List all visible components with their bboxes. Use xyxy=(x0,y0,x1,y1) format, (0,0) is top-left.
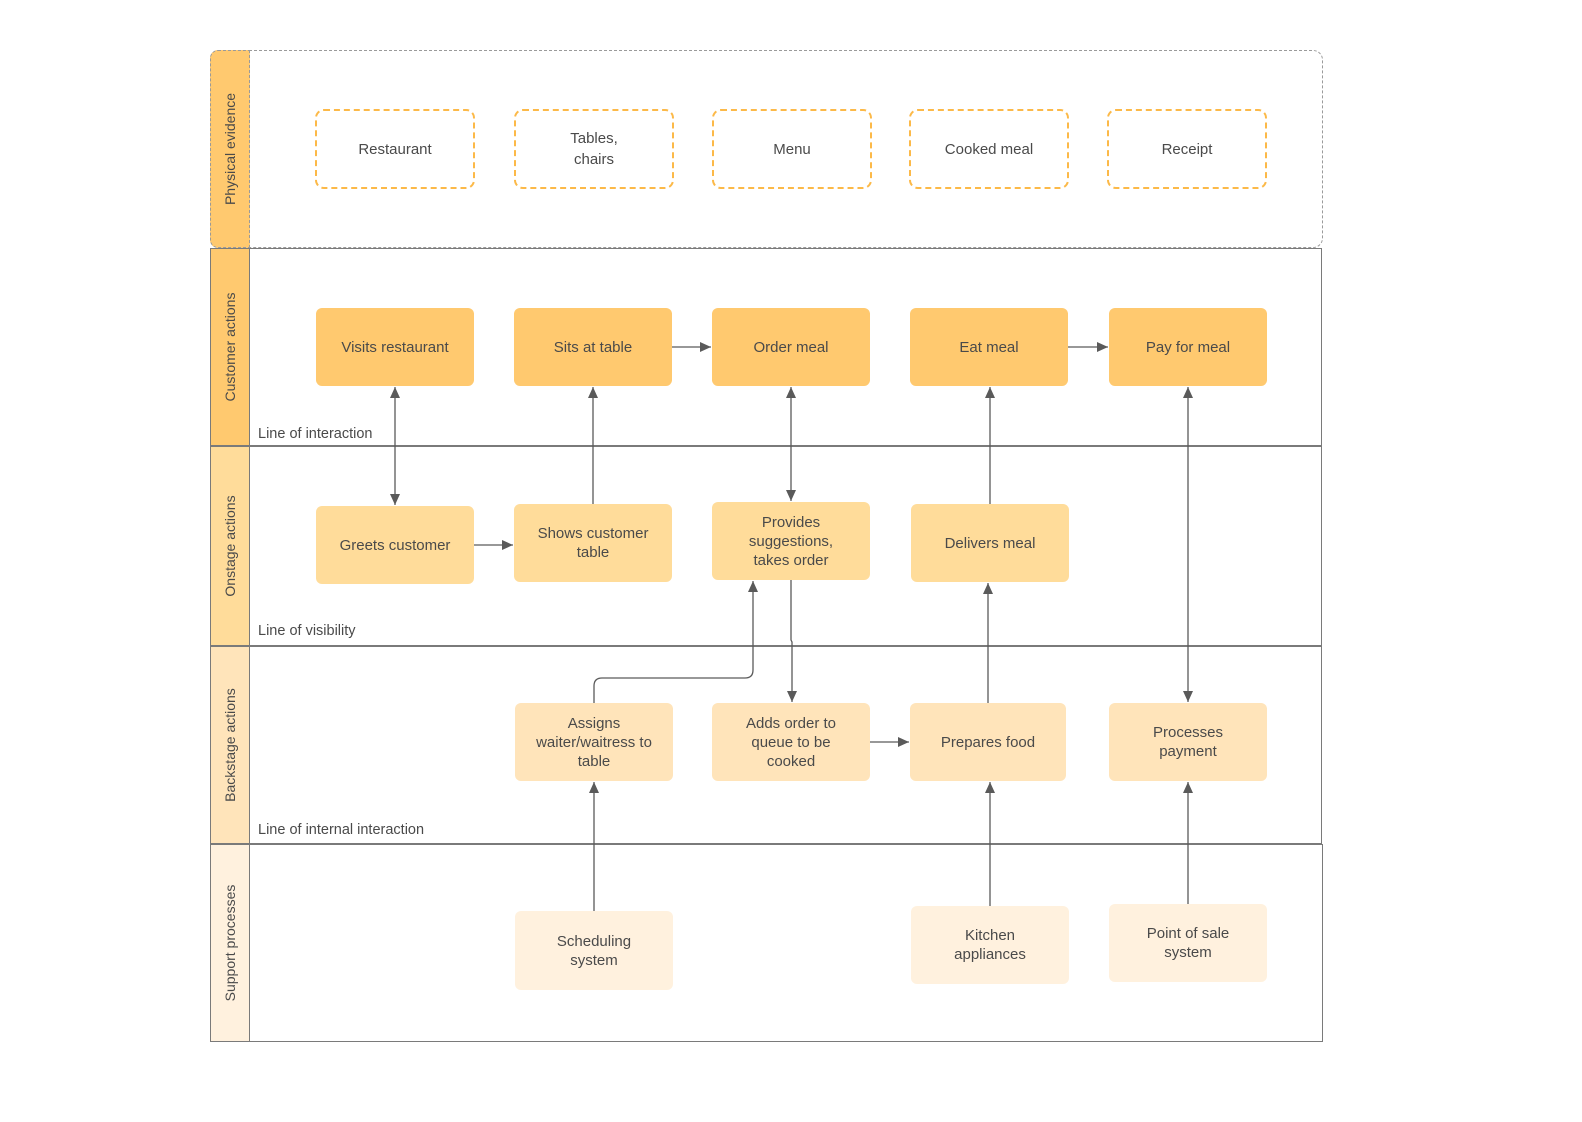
node-pay-for-meal[interactable]: Pay for meal xyxy=(1109,308,1267,386)
evidence-restaurant[interactable]: Restaurant xyxy=(315,109,475,189)
lane-onstage-actions xyxy=(249,446,1322,646)
lane-physical-evidence xyxy=(249,50,1323,248)
node-scheduling-system[interactable]: Scheduling system xyxy=(515,911,673,990)
lane-label-support-processes: Support processes xyxy=(210,844,250,1042)
lane-customer-actions xyxy=(249,248,1322,446)
evidence-cooked-meal[interactable]: Cooked meal xyxy=(909,109,1069,189)
lane-label-onstage-actions: Onstage actions xyxy=(210,446,250,646)
node-kitchen-appliances[interactable]: Kitchen appliances xyxy=(911,906,1069,984)
node-shows-customer-table[interactable]: Shows customer table xyxy=(514,504,672,582)
evidence-receipt[interactable]: Receipt xyxy=(1107,109,1267,189)
lane-label-customer-actions: Customer actions xyxy=(210,248,250,446)
lane-backstage-actions xyxy=(249,646,1322,844)
lane-label-physical-evidence: Physical evidence xyxy=(210,50,250,248)
node-prepares-food[interactable]: Prepares food xyxy=(910,703,1066,781)
evidence-menu[interactable]: Menu xyxy=(712,109,872,189)
node-point-of-sale-system[interactable]: Point of sale system xyxy=(1109,904,1267,982)
line-of-internal-interaction-label: Line of internal interaction xyxy=(258,822,425,838)
node-processes-payment[interactable]: Processes payment xyxy=(1109,703,1267,781)
node-eat-meal[interactable]: Eat meal xyxy=(910,308,1068,386)
node-sits-at-table[interactable]: Sits at table xyxy=(514,308,672,386)
node-provides-suggestions-takes-order[interactable]: Provides suggestions, takes order xyxy=(712,502,870,580)
node-greets-customer[interactable]: Greets customer xyxy=(316,506,474,584)
line-of-interaction-label: Line of interaction xyxy=(258,426,373,442)
node-adds-order-to-queue[interactable]: Adds order to queue to be cooked xyxy=(712,703,870,781)
node-order-meal[interactable]: Order meal xyxy=(712,308,870,386)
node-visits-restaurant[interactable]: Visits restaurant xyxy=(316,308,474,386)
node-delivers-meal[interactable]: Delivers meal xyxy=(911,504,1069,582)
lane-support-processes xyxy=(249,844,1323,1042)
lane-label-backstage-actions: Backstage actions xyxy=(210,646,250,844)
evidence-tables-chairs[interactable]: Tables, chairs xyxy=(514,109,674,189)
line-of-visibility-label: Line of visibility xyxy=(258,623,356,639)
node-assigns-waiter-waitress[interactable]: Assigns waiter/waitress to table xyxy=(515,703,673,781)
